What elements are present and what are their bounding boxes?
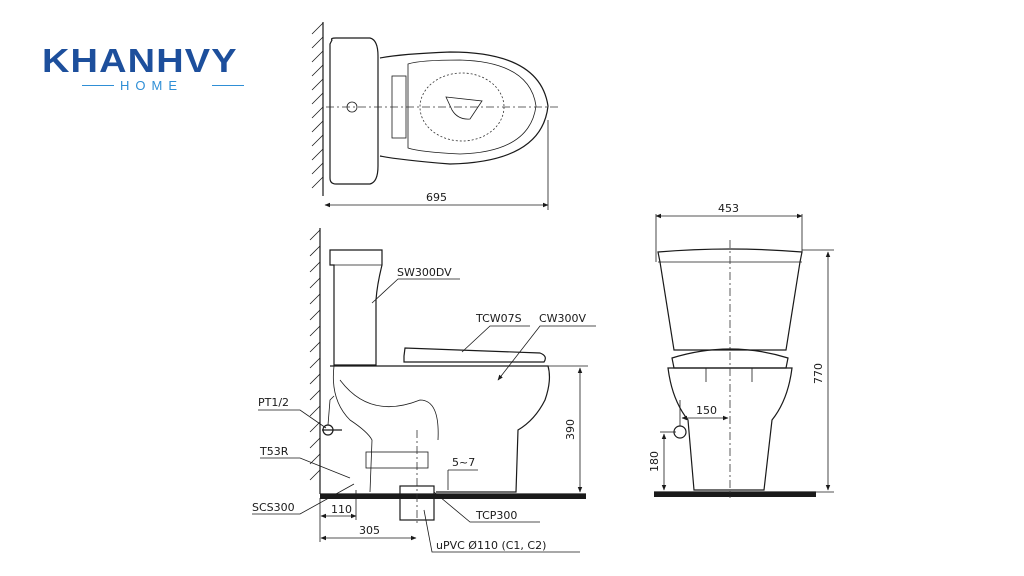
front-floor-fill	[654, 492, 816, 497]
front-view: 453 770 150 180	[648, 202, 834, 498]
top-seat-outline	[407, 59, 537, 155]
top-wall-hatch	[311, 22, 324, 189]
pipe-leader	[423, 509, 580, 553]
connector-leader	[252, 483, 355, 515]
dim-length-text: 695	[426, 191, 447, 204]
dim-supply-height-text: 180	[648, 451, 661, 472]
seat-leader	[461, 325, 530, 353]
gap-text: 5~7	[452, 456, 475, 469]
valve-leader	[258, 409, 327, 429]
side-floor-flange	[365, 451, 429, 469]
tank-leader	[371, 278, 460, 304]
side-floor-fill	[320, 494, 586, 499]
dim-outlet-text: 305	[359, 524, 380, 537]
front-bowl-outline	[667, 367, 793, 491]
side-wall-hatch	[309, 229, 321, 481]
flange-label: TCP300	[475, 509, 517, 522]
tank-label: SW300DV	[397, 266, 452, 279]
front-tank-outline	[657, 248, 803, 351]
seat-label: TCW07S	[475, 312, 522, 325]
side-trapway	[339, 379, 439, 441]
side-view: 390 110 305 5~7 SW300DV TCW07S CW300V PT…	[252, 228, 596, 553]
dim-supply-offset-text: 150	[696, 404, 717, 417]
logo-brand-text: KHANHVY	[42, 42, 238, 79]
dim-rim-text: 390	[564, 419, 577, 440]
hose-label: T53R	[259, 445, 289, 458]
valve-label: PT1/2	[258, 396, 289, 409]
hose-leader	[260, 457, 351, 479]
dim-width-text: 453	[718, 202, 739, 215]
side-bowl-back	[332, 365, 373, 493]
connector-label: SCS300	[252, 501, 295, 514]
side-tank-outline	[329, 249, 383, 366]
top-view: 695	[311, 22, 560, 210]
pipe-label: uPVC Ø110 (C1, C2)	[436, 539, 546, 552]
front-seat	[671, 348, 789, 369]
logo-line-right	[212, 85, 244, 86]
logo-sub-text: HOME	[120, 78, 183, 93]
flange-leader	[433, 491, 540, 523]
top-bowl-outline	[379, 51, 549, 165]
side-seat	[403, 347, 546, 363]
dim-valve-offset-text: 110	[331, 503, 352, 516]
side-bowl-outline	[330, 365, 551, 493]
top-tank-outline	[329, 37, 379, 185]
side-supply-hose	[327, 395, 335, 426]
bowl-label: CW300V	[539, 312, 587, 325]
brand-logo: KHANHVY HOME	[38, 40, 288, 100]
logo-line-left	[82, 85, 114, 86]
bowl-leader	[497, 325, 596, 381]
dim-height-text: 770	[812, 363, 825, 384]
top-outlet	[445, 96, 483, 120]
